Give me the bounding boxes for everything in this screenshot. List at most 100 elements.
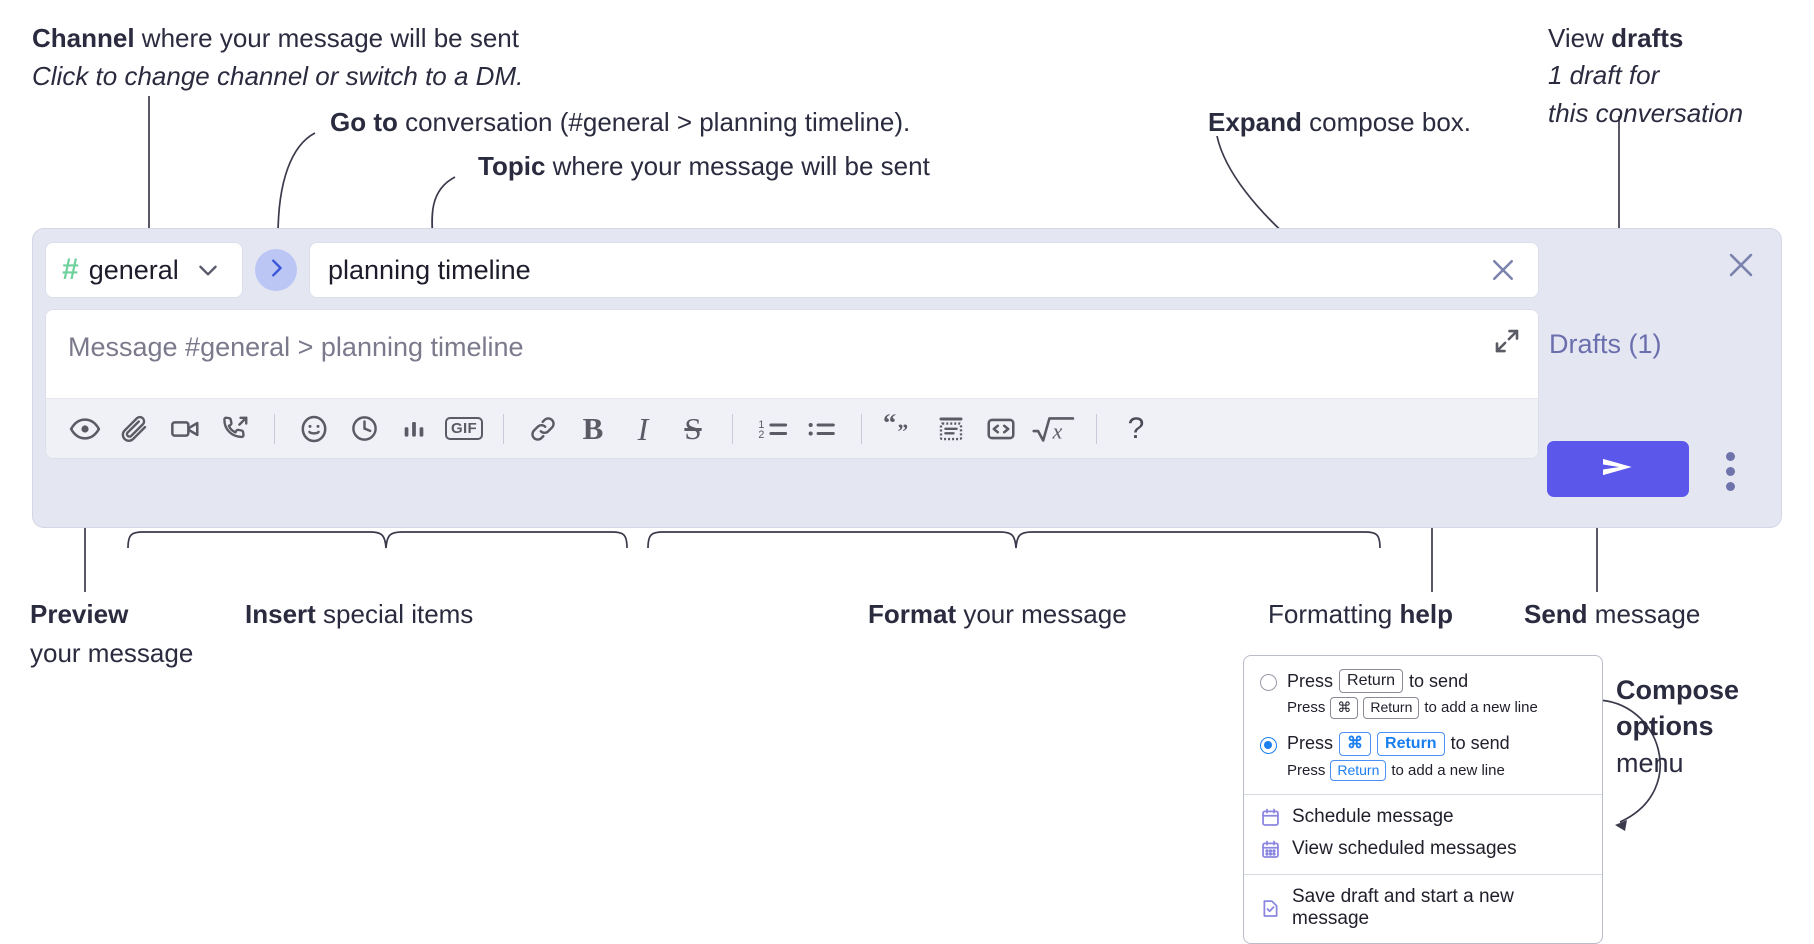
- annotation-expand-rest: compose box.: [1301, 107, 1472, 137]
- annotation-goto-rest: conversation (#general > planning timeli…: [397, 107, 911, 137]
- calendar-grid-icon: [1260, 839, 1281, 860]
- opt-prefix: Press: [1287, 733, 1334, 753]
- menu-item-schedule-message[interactable]: Schedule message: [1244, 801, 1602, 833]
- smiley-icon[interactable]: [291, 406, 337, 452]
- radio-unselected[interactable]: [1260, 674, 1277, 691]
- chevron-right-icon: [265, 257, 287, 284]
- goto-conversation-button[interactable]: [255, 249, 297, 291]
- annotation-expand: Expand compose box.: [1208, 106, 1471, 139]
- expand-diagonal-icon[interactable]: [1490, 324, 1524, 358]
- send-paper-plane-icon: [1598, 451, 1638, 488]
- clock-icon[interactable]: [341, 406, 387, 452]
- send-button[interactable]: [1547, 441, 1689, 497]
- kebab-dot: [1725, 466, 1735, 476]
- svg-text:x: x: [1052, 419, 1063, 443]
- square-root-x-icon[interactable]: x: [1028, 406, 1080, 452]
- annotation-goto-strong: Go to: [330, 107, 398, 137]
- toolbar-divider: [732, 413, 733, 444]
- svg-text:2: 2: [758, 429, 764, 441]
- topic-input[interactable]: planning timeline: [309, 242, 1539, 298]
- opt-sub-suffix: to add a new line: [1391, 761, 1505, 779]
- key-return: Return: [1330, 759, 1387, 781]
- annotation-send: Send message: [1524, 598, 1700, 631]
- document-check-icon: [1260, 898, 1281, 919]
- bar-chart-icon[interactable]: [391, 406, 437, 452]
- opt-suffix: to send: [1409, 670, 1469, 691]
- annotation-compose-options-rest: menu: [1616, 747, 1684, 778]
- kebab-dot: [1725, 481, 1735, 491]
- opt-prefix: Press: [1287, 670, 1334, 691]
- annotation-preview: Preview your message: [30, 598, 193, 671]
- annotation-compose-options-strong2: options: [1616, 711, 1714, 742]
- key-return: Return: [1363, 697, 1420, 719]
- close-icon[interactable]: [1723, 247, 1759, 283]
- italic-label: I: [637, 410, 649, 447]
- annotation-drafts-strong: drafts: [1611, 23, 1684, 53]
- annotation-insert: Insert special items: [245, 598, 473, 631]
- menu-item-label: Save draft and start a new message: [1292, 886, 1514, 929]
- kebab-menu-icon[interactable]: [1715, 451, 1745, 491]
- drafts-link[interactable]: Drafts (1): [1549, 329, 1662, 359]
- radio-selected[interactable]: [1260, 736, 1277, 754]
- annotation-format-strong: Format: [868, 599, 957, 629]
- toolbar-divider: [861, 413, 862, 444]
- annotation-insert-strong: Insert: [245, 599, 316, 629]
- preview-button[interactable]: [62, 406, 108, 452]
- key-return: Return: [1377, 731, 1445, 756]
- numbered-list-icon[interactable]: 1 2: [749, 406, 795, 452]
- angle-brackets-icon[interactable]: [978, 406, 1024, 452]
- bold-label: B: [582, 411, 604, 446]
- annotation-expand-strong: Expand: [1208, 107, 1302, 137]
- annotation-goto: Go to conversation (#general > planning …: [330, 106, 910, 139]
- strikethrough-icon[interactable]: S: [670, 406, 716, 452]
- calendar-icon: [1260, 807, 1281, 828]
- menu-item-label: Schedule message: [1292, 806, 1454, 827]
- compose-options-menu: Press Return to send Press ⌘ Return to a…: [1243, 655, 1603, 944]
- opt-suffix: to send: [1450, 733, 1510, 753]
- send-option-return-label: Press Return to send: [1287, 669, 1468, 693]
- annotation-insert-rest: special items: [315, 599, 474, 629]
- menu-item-label: View scheduled messages: [1292, 838, 1517, 859]
- paperclip-icon[interactable]: [112, 406, 158, 452]
- topic-value: planning timeline: [328, 254, 531, 285]
- code-block-icon[interactable]: [928, 406, 974, 452]
- send-option-return[interactable]: Press Return to send: [1244, 666, 1602, 696]
- toolbar-divider: [503, 413, 504, 444]
- send-option-cmd-return[interactable]: Press ⌘ Return to send: [1244, 729, 1602, 759]
- question-mark-icon[interactable]: ?: [1113, 406, 1159, 452]
- bold-icon[interactable]: B: [570, 406, 616, 452]
- quote-icon[interactable]: “ ”: [878, 406, 924, 452]
- italic-icon[interactable]: I: [620, 406, 666, 452]
- annotation-preview-strong: Preview: [30, 599, 129, 629]
- annotation-drafts-italic1: 1 draft for: [1548, 60, 1660, 91]
- svg-text:“: “: [883, 414, 896, 437]
- bulleted-list-icon[interactable]: [799, 406, 845, 452]
- video-camera-icon[interactable]: [162, 406, 208, 452]
- send-option-cmd-return-sub: Press Return to add a new line: [1244, 759, 1602, 786]
- strikethrough-label: S: [684, 411, 702, 446]
- message-input-area[interactable]: Message #general > planning timeline: [45, 309, 1539, 459]
- phone-arrow-icon[interactable]: [212, 406, 258, 452]
- channel-selector[interactable]: # general: [45, 242, 243, 298]
- formatting-toolbar: GIF B I S: [46, 398, 1538, 458]
- opt-sub-suffix: to add a new line: [1424, 699, 1538, 717]
- compose-right-rail: Drafts (1): [1525, 229, 1781, 527]
- menu-item-view-scheduled[interactable]: View scheduled messages: [1244, 833, 1602, 865]
- annotation-compose-options-strong1: Compose: [1616, 675, 1740, 705]
- close-icon[interactable]: [1486, 253, 1520, 287]
- annotation-send-rest: message: [1587, 599, 1701, 629]
- svg-text:”: ”: [897, 419, 908, 443]
- annotation-channel-strong: Channel: [32, 23, 135, 53]
- gif-icon[interactable]: GIF: [441, 406, 487, 452]
- gif-label: GIF: [445, 417, 483, 440]
- annotation-topic-strong: Topic: [478, 151, 546, 181]
- link-icon[interactable]: [520, 406, 566, 452]
- opt-sub-prefix: Press: [1287, 699, 1326, 717]
- compose-header-row: # general planning timeline: [45, 241, 1539, 299]
- annotation-help-strong: help: [1399, 599, 1453, 629]
- toolbar-divider: [1096, 413, 1097, 444]
- annotation-channel: Channel where your message will be sent …: [32, 22, 523, 94]
- key-command: ⌘: [1339, 731, 1372, 756]
- send-option-cmd-return-label: Press ⌘ Return to send: [1287, 731, 1510, 756]
- menu-item-save-draft[interactable]: Save draft and start a new message: [1244, 881, 1602, 935]
